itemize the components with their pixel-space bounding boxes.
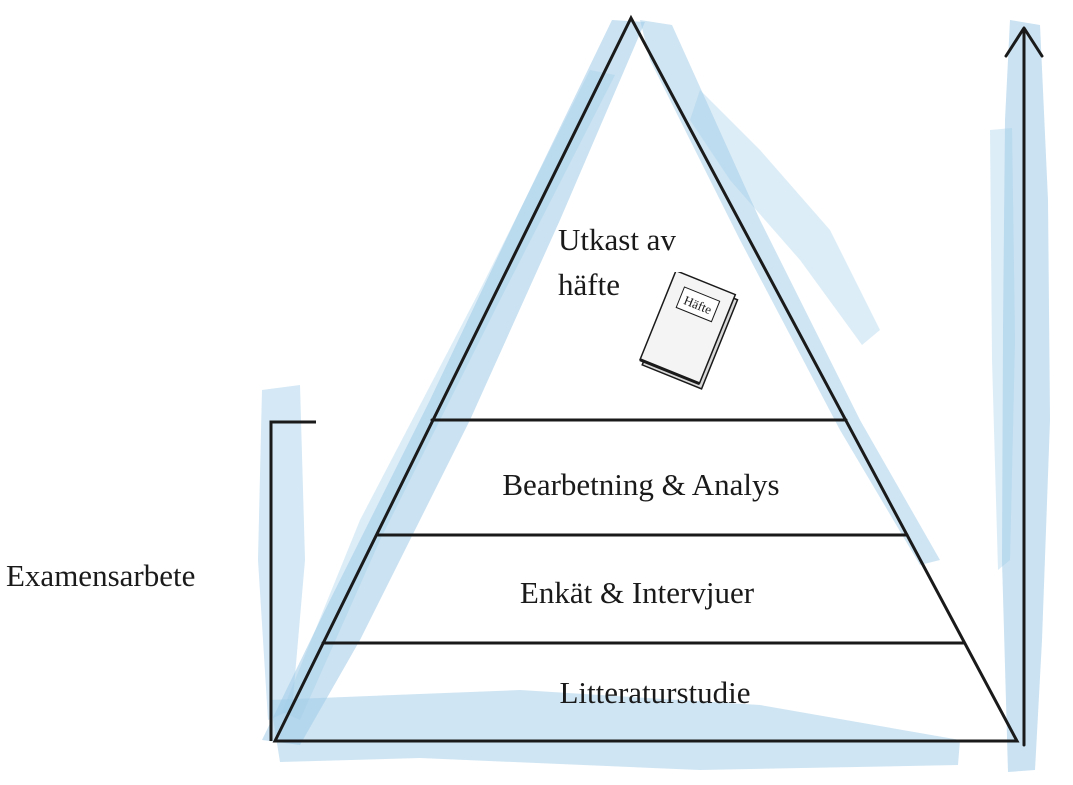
bracket-label: Examensarbete — [6, 558, 196, 593]
pyramid-edges — [272, 14, 1020, 743]
level-label-utkast: Utkast av häfte — [558, 222, 676, 302]
bracket-line — [269, 420, 316, 741]
wash-arrow-2 — [990, 128, 1015, 570]
wash-base — [270, 690, 960, 770]
level-label-bearbetning-analys: Bearbetning & Analys — [502, 467, 780, 502]
exam-bracket — [269, 420, 316, 741]
progress-arrow — [1004, 26, 1044, 747]
arrow-head-icon — [1004, 26, 1044, 58]
level-label-litteraturstudie: Litteraturstudie — [559, 675, 751, 710]
wash-right-blob — [690, 90, 880, 345]
wash-arrow — [1002, 20, 1050, 772]
level-label-enkat-intervjuer: Enkät & Intervjuer — [519, 575, 755, 610]
wash-right-edge — [640, 20, 940, 565]
booklet-icon: Häfte — [639, 272, 739, 390]
wash-left-edge — [262, 20, 645, 745]
pyramid-outline — [272, 14, 1020, 743]
